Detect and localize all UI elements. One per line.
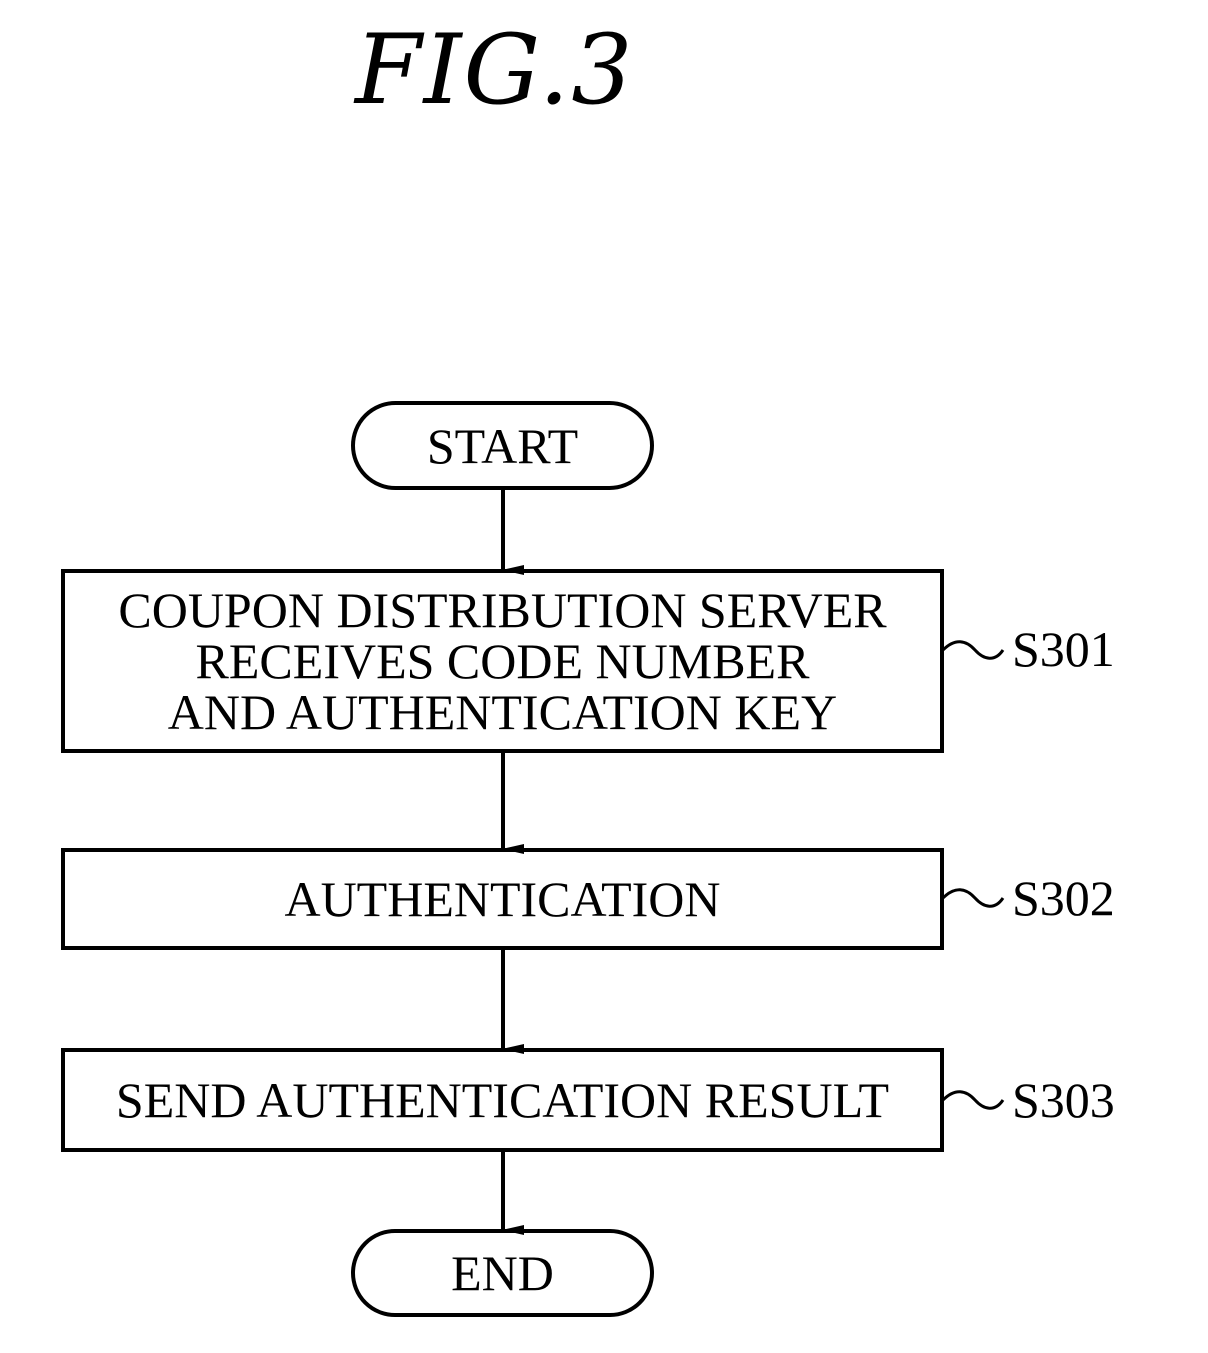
process-box-s302: AUTHENTICATION (61, 848, 944, 950)
leader-s303 (943, 1092, 1003, 1109)
start-label: START (427, 421, 578, 471)
step-id-s303: S303 (1012, 1075, 1115, 1125)
step-id-s301: S301 (1012, 624, 1115, 674)
s301-line-2: RECEIVES CODE NUMBER (118, 636, 886, 687)
leader-s302 (943, 890, 1003, 907)
process-box-s301: COUPON DISTRIBUTION SERVER RECEIVES CODE… (61, 569, 944, 753)
end-terminator: END (351, 1229, 654, 1317)
step-id-s302: S302 (1012, 873, 1115, 923)
start-terminator: START (351, 401, 654, 490)
s302-line-1: AUTHENTICATION (284, 874, 720, 925)
s303-line-1: SEND AUTHENTICATION RESULT (116, 1075, 889, 1126)
s301-line-1: COUPON DISTRIBUTION SERVER (118, 585, 886, 636)
leader-s301 (943, 642, 1003, 659)
end-label: END (451, 1248, 554, 1298)
s301-line-3: AND AUTHENTICATION KEY (118, 687, 886, 738)
process-box-s303: SEND AUTHENTICATION RESULT (61, 1048, 944, 1152)
